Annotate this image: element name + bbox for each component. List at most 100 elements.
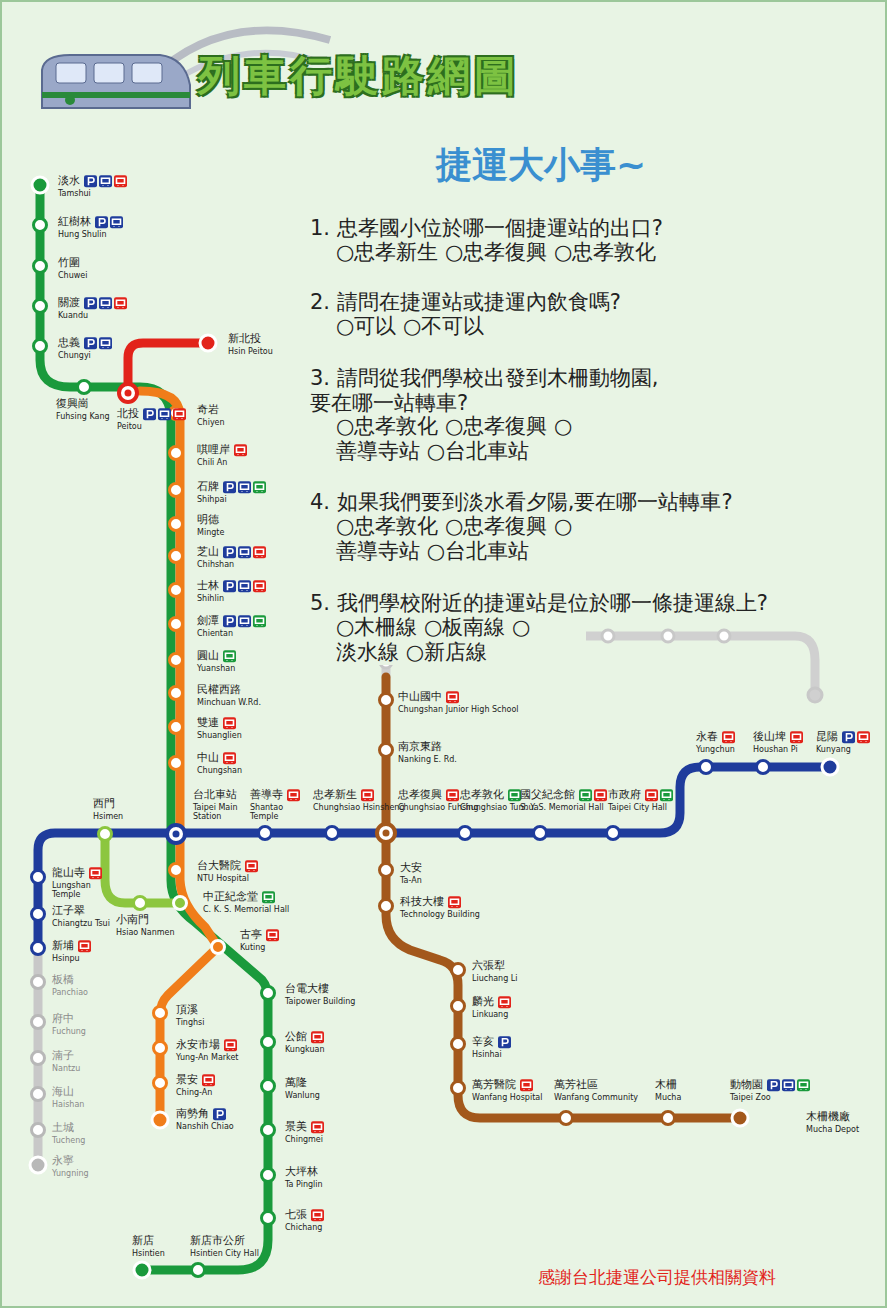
service-icon — [99, 297, 112, 309]
station-name-en: Tucheng — [52, 1136, 85, 1145]
station-name: 新店 — [132, 1235, 154, 1248]
station-name: 公館 — [285, 1031, 307, 1044]
station-name-en: Ching-An — [176, 1088, 212, 1097]
station-name-en: Chungshan Junior High School — [398, 705, 519, 714]
station-name-en: Nanking E. Rd. — [398, 755, 457, 764]
quiz-text: 2. 請問在捷運站或捷運內飲食嗎? — [310, 290, 621, 315]
station-name-en: Taipei City Hall — [608, 803, 667, 812]
station-name-en: Hsinhai — [472, 1050, 502, 1059]
station-name-en: Chungyi — [58, 351, 91, 360]
service-icon — [797, 1079, 810, 1091]
station-name: 麟光 — [472, 996, 494, 1009]
station-dot — [170, 618, 183, 631]
station-name: 北投 — [117, 408, 139, 421]
service-icon — [579, 789, 592, 801]
station-name: 南勢角 — [176, 1108, 209, 1121]
service-icon — [842, 731, 855, 743]
station-dot — [560, 1112, 573, 1125]
station-name-en: Yungning — [52, 1169, 89, 1178]
station-name-en: Chichang — [285, 1223, 322, 1232]
station-name-en: Shuanglien — [197, 731, 242, 740]
station-name-en: Nantzu — [52, 1064, 80, 1073]
station-name-en: Technology Building — [400, 910, 480, 919]
service-icon — [238, 580, 251, 592]
station-dot — [32, 1052, 45, 1065]
station-dot — [200, 335, 216, 351]
service-icon — [223, 546, 236, 558]
service-icon — [158, 408, 171, 420]
service-icon — [253, 546, 266, 558]
station-name: 後山埤 — [753, 731, 786, 744]
station-name-en: Chientan — [197, 629, 233, 638]
interchange-core — [173, 831, 180, 838]
station-dot — [78, 381, 91, 394]
service-icon — [223, 650, 236, 662]
station-name: 海山 — [52, 1086, 74, 1099]
station-name: 新埔 — [52, 940, 74, 953]
station-dot — [30, 1157, 46, 1173]
service-icon — [99, 337, 112, 349]
station-dot — [534, 827, 547, 840]
station-name: 紅樹林 — [58, 216, 91, 229]
station-dot — [170, 687, 183, 700]
station-name: 西門 — [93, 798, 115, 811]
station-dot — [32, 1124, 45, 1137]
service-icon — [224, 1039, 237, 1051]
service-icon — [361, 789, 374, 801]
station-name: 石牌 — [197, 481, 219, 494]
station-name-en: Yung-An Market — [176, 1053, 238, 1062]
station-name-en: Hsintien City Hall — [190, 1249, 259, 1258]
station-name-en: Hung Shulin — [58, 230, 107, 239]
service-icon — [99, 175, 112, 187]
station-name: 湳子 — [52, 1050, 74, 1063]
station-name: 木柵機廠 — [806, 1111, 850, 1124]
station-name: 景美 — [285, 1121, 307, 1134]
station-name-en: Linkuang — [472, 1010, 508, 1019]
service-icon — [95, 216, 108, 228]
station-name-en: Chihshan — [197, 560, 234, 569]
service-icon — [238, 615, 251, 627]
service-icon — [311, 1031, 324, 1043]
station-name: 劍潭 — [197, 615, 219, 628]
map-title: 列車行駛路網圖 — [198, 52, 520, 100]
station-dot — [134, 1262, 150, 1278]
station-name: 萬芳醫院 — [472, 1079, 516, 1092]
station-dot — [822, 759, 838, 775]
quiz-text: 1. 忠孝國小位於哪一個捷運站的出口? — [310, 216, 663, 241]
station-name-en: Wanlung — [285, 1091, 320, 1100]
service-icon — [508, 789, 521, 801]
station-name-en: Mingte — [197, 528, 224, 537]
station-name: 台北車站 — [193, 789, 237, 802]
service-icon — [660, 789, 673, 801]
station-dot — [380, 744, 393, 757]
station-dot — [170, 757, 183, 770]
station-dot — [452, 1038, 465, 1051]
service-icon — [857, 731, 870, 743]
station-dot — [262, 987, 275, 1000]
station-name: 新北投 — [228, 333, 261, 346]
station-name-en: Shantao Temple — [250, 803, 286, 821]
station-name: 台大醫院 — [197, 860, 241, 873]
station-name: 土城 — [52, 1122, 74, 1135]
service-icon — [311, 1121, 324, 1133]
station-name-en: Fuhsing Kang — [56, 412, 110, 421]
station-dot — [452, 1000, 465, 1013]
service-icon — [213, 1108, 226, 1120]
station-name-en: Hsintien — [132, 1249, 165, 1258]
red-line — [128, 343, 208, 393]
service-icon — [520, 1079, 533, 1091]
quiz-text: ○忠孝新生 ○忠孝復興 ○忠孝敦化 — [336, 240, 656, 265]
station-name: 中山 — [197, 752, 219, 765]
station-name: 七張 — [285, 1209, 307, 1222]
station-name: 永寧 — [52, 1155, 74, 1168]
station-name: 府中 — [52, 1013, 74, 1026]
station-dot — [377, 824, 395, 842]
service-icon — [143, 408, 156, 420]
station-name-en: Wanfang Hospital — [472, 1093, 542, 1102]
quiz-text: ○忠孝敦化 ○忠孝復興 ○善導寺站 ○台北車站 — [336, 514, 586, 564]
station-name: 新店市公所 — [190, 1235, 245, 1248]
station-dot — [32, 1088, 45, 1101]
service-icon — [234, 444, 247, 456]
station-name: 永春 — [696, 731, 718, 744]
station-name-en: Taipei Zoo — [730, 1093, 771, 1102]
